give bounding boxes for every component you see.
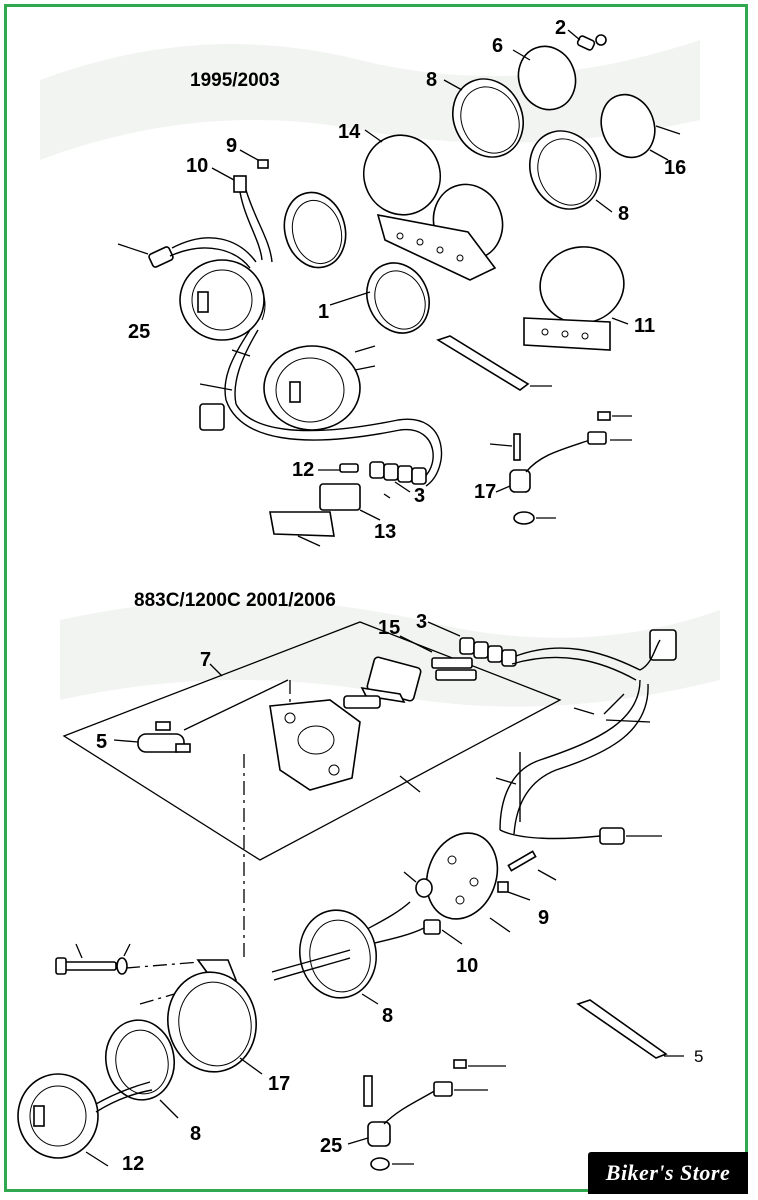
part-6-lens <box>512 45 577 111</box>
wiring-harness-top <box>117 237 257 269</box>
part-14-housing <box>269 483 391 547</box>
part-8-bezel-front <box>105 1019 179 1119</box>
callout-11: 11 <box>634 315 655 337</box>
callout-9: 9 <box>226 135 237 157</box>
callout-lower-8a: 8 <box>382 1005 393 1027</box>
callout-lower-15: 17 <box>268 1073 290 1095</box>
callout-17: 17 <box>474 481 496 503</box>
part-7-kit-outline <box>62 621 562 861</box>
callout-8a: 8 <box>426 69 437 91</box>
callout-lower-7: 7 <box>200 649 211 671</box>
part-1-rings <box>283 191 430 334</box>
callout-3: 3 <box>414 485 425 507</box>
callout-6: 6 <box>492 35 503 57</box>
wiring-harness-lower <box>399 679 662 845</box>
mount-bolt <box>55 943 131 975</box>
part-8-bezel-lower <box>271 909 379 1005</box>
callout-25: 25 <box>128 321 150 343</box>
part-25-speedometer-top <box>179 259 266 341</box>
callout-13: 14 <box>338 121 361 143</box>
cable-tie-top <box>436 335 552 391</box>
background-watermark <box>40 40 720 707</box>
part-9-10-connector <box>211 149 273 263</box>
callout-16: 16 <box>664 157 686 179</box>
part-8-bezel-top <box>443 78 524 158</box>
part-11-gauge-cup <box>523 246 629 351</box>
dash-line-3 <box>125 961 201 969</box>
part-2-screw <box>567 29 607 51</box>
heading-883c-1200c: 883C/1200C 2001/2006 <box>134 590 336 611</box>
callout-lower-10: 10 <box>456 955 478 977</box>
part-17-sensor-top <box>489 411 632 525</box>
part-16-lens <box>600 93 681 161</box>
callout-2: 2 <box>555 17 566 39</box>
part-5-clip <box>113 679 289 753</box>
callout-12: 12 <box>292 459 314 481</box>
mount-bracket <box>269 699 361 791</box>
part-3-terminals-lower <box>427 621 677 681</box>
callout-1: 1 <box>318 301 329 323</box>
bikers-store-logo: Biker's Store <box>588 1152 748 1194</box>
part-13-gauge-cups <box>362 129 504 281</box>
gauge-back-plate <box>403 832 557 933</box>
part-17-sensor-lower <box>347 1059 506 1171</box>
gauge-assembly-top <box>199 329 443 487</box>
callout-lower-12: 15 <box>378 617 400 639</box>
cable-tie-lower <box>576 999 684 1059</box>
part-12-pins-lower <box>343 635 477 709</box>
callout-lower-8b: 8 <box>190 1123 201 1145</box>
part-8-bezel-right <box>529 130 613 213</box>
dash-line-4 <box>139 989 189 1005</box>
callout-lower-9: 9 <box>538 907 549 929</box>
part-3-terminals <box>369 461 427 493</box>
callout-14: 13 <box>374 521 396 543</box>
callout-8b: 8 <box>618 203 629 225</box>
part-15-gauge-cup <box>167 959 263 1075</box>
callout-lower-25: 12 <box>122 1153 144 1175</box>
callout-lower-5a: 5 <box>96 731 107 753</box>
bikers-store-logo-text: Biker's Store <box>605 1160 731 1185</box>
part-12-pins <box>318 463 359 473</box>
callout-lower-17: 25 <box>320 1135 342 1157</box>
heading-1995-2003: 1995/2003 <box>190 70 280 91</box>
callout-lower-5b: 5 <box>694 1047 703 1066</box>
callout-lower-3: 3 <box>416 611 427 633</box>
part-25-speedometer-lower <box>17 1073 153 1167</box>
callout-10: 10 <box>186 155 208 177</box>
